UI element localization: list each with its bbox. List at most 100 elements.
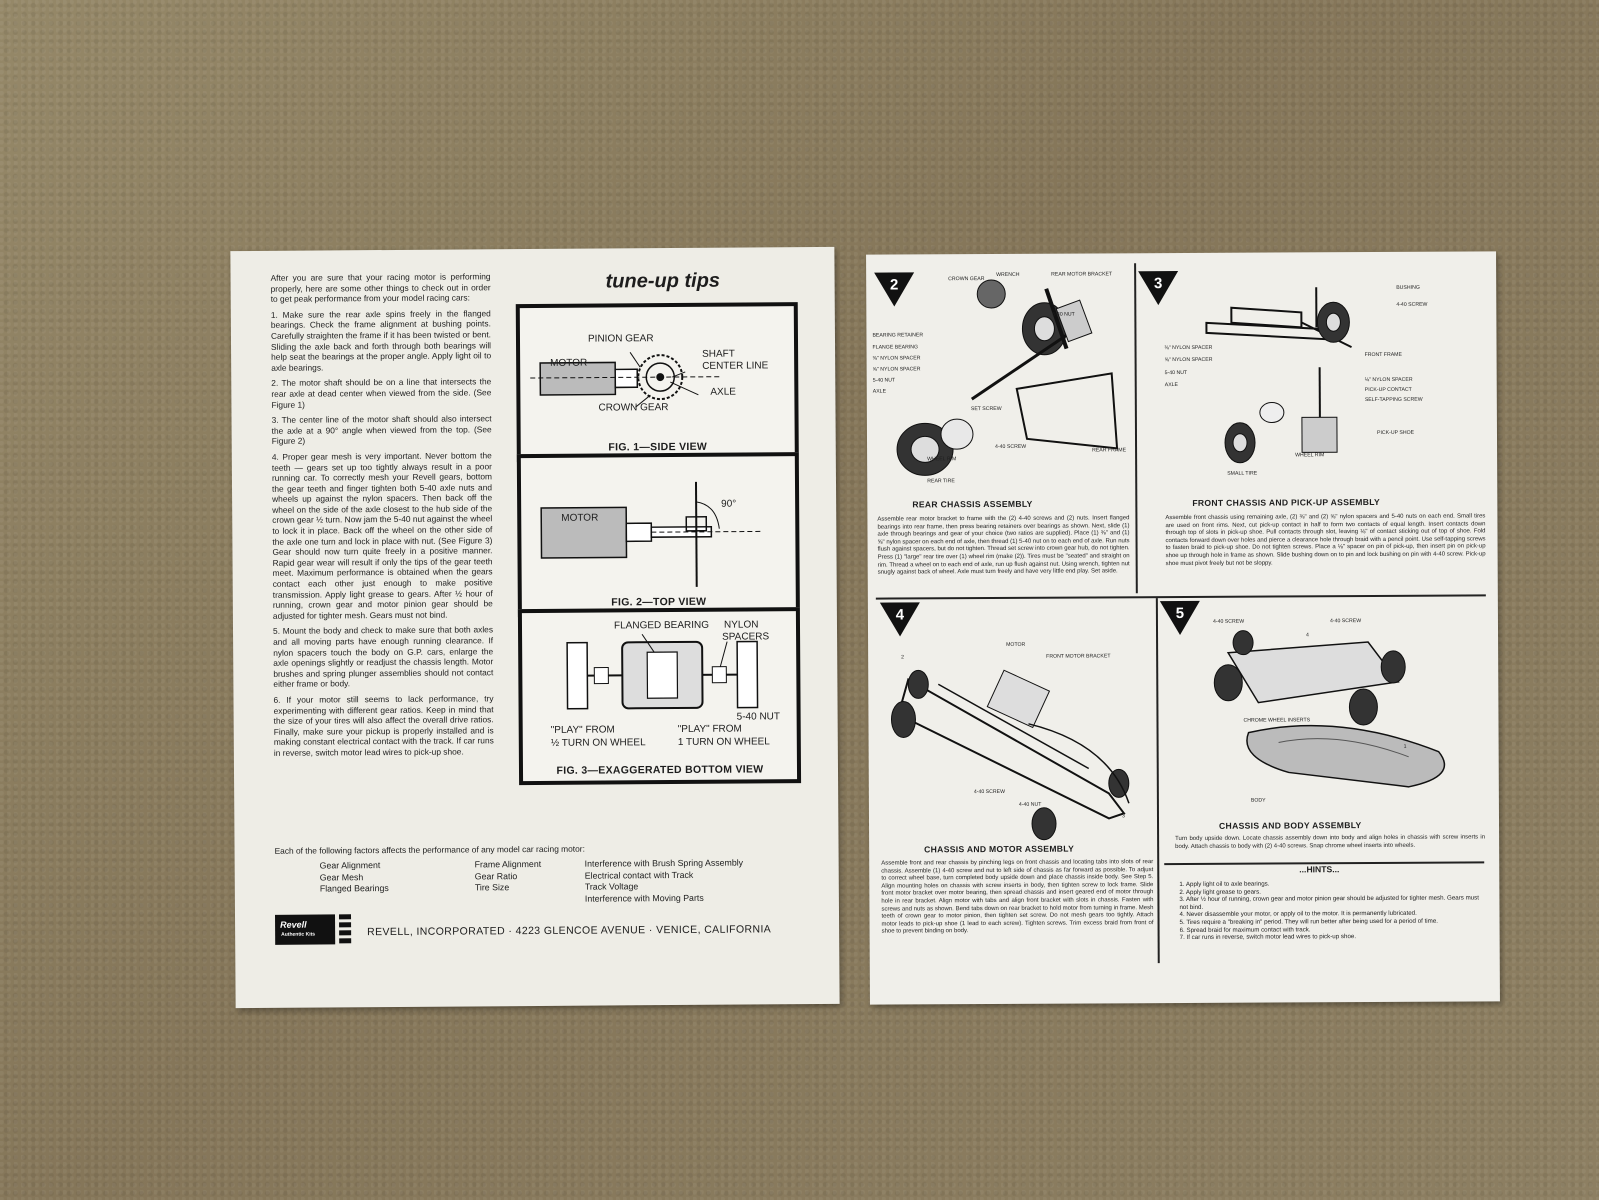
callout: 3 (1121, 813, 1125, 820)
footer: Revell Authentic Kits REVELL, INCORPORAT… (274, 911, 795, 946)
rear-chassis-illustration (896, 279, 1119, 476)
factors-column-2: Frame Alignment Gear Ratio Tire Size (475, 859, 542, 894)
front-chassis-illustration (1205, 287, 1352, 464)
part-label: 4-40 NUT (1018, 801, 1042, 808)
callout: 4 (1306, 632, 1309, 639)
step-3-title: FRONT CHASSIS AND PICK-UP ASSEMBLY (1192, 496, 1381, 508)
part-label: AXLE (1164, 382, 1179, 389)
part-label: 5-40 NUT (1164, 369, 1188, 377)
factors-column-3: Interference with Brush Spring Assembly … (585, 858, 744, 905)
flanged-bearing-label: FLANGED BEARING (613, 619, 710, 632)
nut-label: 5-40 NUT (736, 711, 781, 723)
part-label: 4-40 SCREW (995, 443, 1027, 450)
play-one-turn-label-2: 1 TURN ON WHEEL (677, 736, 770, 749)
center-line-label: CENTER LINE (702, 360, 769, 372)
revell-logo: Revell Authentic Kits (274, 914, 336, 945)
part-label: SET SCREW (970, 405, 1002, 413)
logo-stripes (338, 914, 352, 946)
divider (1155, 598, 1160, 964)
step-4-number: 4 (895, 606, 905, 624)
angle-label: 90° (721, 498, 737, 510)
part-label: MOTOR (1006, 641, 1026, 648)
part-label: WHEEL RIM (927, 456, 957, 463)
motor-label: MOTOR (550, 357, 588, 369)
factor-item: Interference with Brush Spring Assembly (584, 857, 744, 869)
spacers-label: SPACERS (722, 631, 770, 643)
part-label: REAR TIRE (927, 478, 955, 485)
motor-label: MOTOR (561, 512, 599, 524)
fig3-drawing (566, 633, 759, 710)
part-label: PICK-UP CONTACT (1364, 386, 1412, 394)
part-label: 4-40 SCREW (1212, 618, 1245, 625)
part-label: ⅝" NYLON SPACER (872, 366, 921, 373)
factor-item: Gear Alignment (319, 860, 381, 871)
hints-title: ...HINTS... (1299, 864, 1340, 875)
factor-item: Flanged Bearings (319, 883, 389, 894)
part-label: CHROME WHEEL INSERTS (1243, 717, 1311, 724)
factor-item: Gear Mesh (319, 871, 364, 883)
part-label: FLANGE BEARING (872, 344, 919, 351)
company-address: REVELL, INCORPORATED · 4223 GLENCOE AVEN… (367, 923, 772, 939)
step-2-text: Assemble rear motor bracket to frame wit… (877, 515, 1130, 576)
factors-heading: Each of the following factors affects th… (274, 843, 585, 856)
part-label: SELF-TAPPING SCREW (1364, 396, 1423, 404)
part-label: ⅜" NYLON SPACER (1164, 344, 1213, 352)
part-label: 5-40 NUT (1052, 311, 1075, 318)
tune-up-tips-sheet: After you are sure that your racing moto… (230, 246, 840, 1009)
hints-list: 1. Apply light oil to axle bearings. 2. … (1179, 879, 1479, 942)
nylon-label: NYLON (723, 619, 759, 631)
factor-item: Tire Size (474, 882, 510, 893)
factor-item: Interference with Moving Parts (584, 892, 704, 904)
part-label: WHEEL RIM (1295, 452, 1325, 459)
part-label: ⅜" NYLON SPACER (872, 355, 921, 362)
part-label: AXLE (872, 388, 887, 395)
page-title: tune-up tips (605, 269, 721, 293)
assembly-instructions-sheet: 2 CROWN GEAR WRENCH REAR MOTOR BRACKET B… (866, 251, 1500, 1005)
hint-item: 5. Tires require a "breaking in" period.… (1179, 917, 1439, 926)
figure-3-bottom-view: FLANGED BEARING NYLON SPACERS 5-40 NUT "… (517, 607, 802, 786)
axle-label: AXLE (710, 386, 736, 398)
play-half-turn-label: "PLAY" FROM (550, 724, 615, 736)
part-label: REAR FRAME (1092, 447, 1127, 454)
step-2-title: REAR CHASSIS ASSEMBLY (912, 498, 1033, 510)
part-label: FRONT FRAME (1364, 351, 1402, 359)
chassis-body-illustration (1213, 630, 1446, 788)
part-label: CROWN GEAR (948, 276, 985, 283)
part-label: 4-40 SCREW (973, 788, 1006, 796)
part-label: 5-40 NUT (872, 377, 896, 384)
crown-gear-label: CROWN GEAR (598, 402, 669, 414)
part-label: BEARING RETAINER (872, 332, 924, 339)
tip-paragraph: 4. Proper gear mesh is very important. N… (271, 450, 493, 621)
tip-paragraph: 1. Make sure the rear axle spins freely … (270, 308, 492, 373)
step-5-title: CHASSIS AND BODY ASSEMBLY (1219, 820, 1362, 831)
figure-1-side-view: PINION GEAR MOTOR SHAFT CENTER LINE AXLE… (515, 302, 799, 463)
play-half-turn-label-2: ½ TURN ON WHEEL (550, 737, 646, 749)
play-one-turn-label: "PLAY" FROM (677, 723, 742, 736)
part-label: BUSHING (1396, 284, 1420, 291)
fig3-caption: FIG. 3—EXAGGERATED BOTTOM VIEW (556, 763, 764, 777)
factor-item: Gear Ratio (474, 870, 518, 881)
fig1-drawing (530, 352, 721, 408)
callout: 1 (1403, 743, 1407, 750)
tip-paragraph: 5. Mount the body and check to make sure… (272, 624, 494, 690)
step-4-title: CHASSIS AND MOTOR ASSEMBLY (924, 843, 1075, 855)
tip-paragraph: 3. The center line of the motor shaft sh… (271, 413, 492, 447)
pinion-gear-label: PINION GEAR (587, 333, 654, 345)
part-label: WRENCH (996, 271, 1020, 278)
hint-item: 7. If car runs in reverse, switch motor … (1179, 933, 1357, 942)
tip-paragraph: 2. The motor shaft should be on a line t… (271, 376, 492, 410)
part-label: 4-40 SCREW (1329, 618, 1362, 625)
intro-paragraph: After you are sure that your racing moto… (270, 271, 491, 305)
step-4-text: Assemble front and rear chassis by pinch… (881, 859, 1154, 935)
part-label: FRONT MOTOR BRACKET (1046, 653, 1111, 660)
part-label: SMALL TIRE (1227, 470, 1258, 477)
tip-paragraph: 6. If your motor still seems to lack per… (273, 693, 494, 758)
chassis-motor-illustration (890, 669, 1130, 841)
divider (875, 594, 1486, 600)
step-3-text: Assemble front chassis using remaining a… (1165, 513, 1486, 567)
intro-text: After you are sure that your racing moto… (271, 271, 494, 763)
factors-column-1: Gear Alignment Gear Mesh Flanged Bearing… (320, 860, 389, 895)
part-label: REAR MOTOR BRACKET (1051, 271, 1113, 278)
figure-2-top-view: MOTOR 90° FIG. 2—TOP VIEW (516, 452, 800, 618)
part-label: PICK-UP SHOE (1376, 429, 1415, 436)
